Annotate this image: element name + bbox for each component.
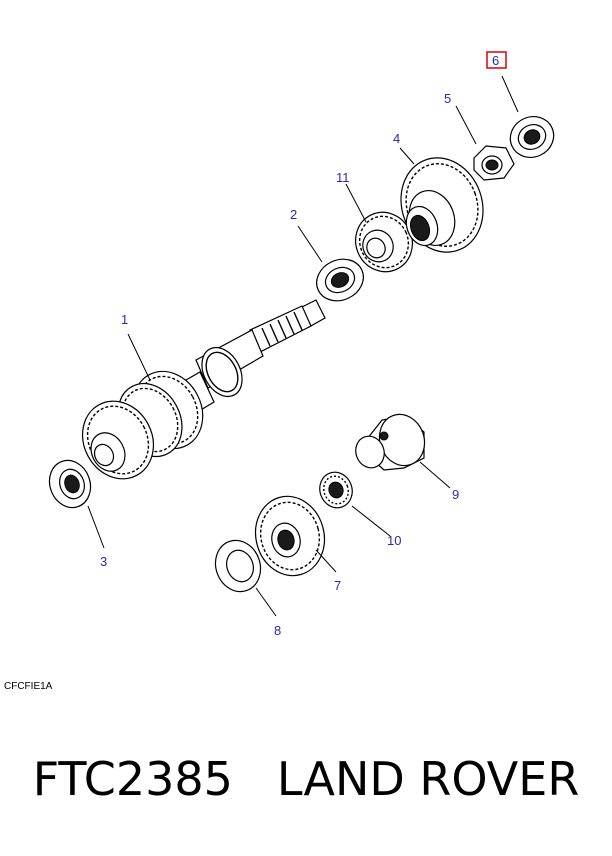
part-number: FTC2385 xyxy=(32,752,233,806)
washer-part-8 xyxy=(214,539,262,593)
exploded-gear-diagram: 1 2 3 4 5 6 7 8 9 10 11 xyxy=(48,51,555,638)
callout-5: 5 xyxy=(444,91,451,106)
bearing-part-6 xyxy=(509,116,555,158)
callout-6: 6 xyxy=(492,53,499,68)
bearing-part-3 xyxy=(48,459,92,509)
leader-lines xyxy=(87,75,519,617)
callout-10: 10 xyxy=(387,533,401,548)
callout-11: 11 xyxy=(336,170,350,185)
shaft-part-9 xyxy=(355,413,426,471)
gear-part-11 xyxy=(355,211,413,273)
callout-2: 2 xyxy=(290,207,297,222)
needle-bearing-part-10 xyxy=(319,471,353,509)
callout-4: 4 xyxy=(393,131,400,146)
callout-1: 1 xyxy=(121,312,128,327)
callout-8: 8 xyxy=(274,623,281,638)
mainshaft-part-1 xyxy=(81,299,326,480)
callout-6-highlight-box xyxy=(486,51,507,69)
callout-9: 9 xyxy=(452,487,459,502)
callouts: 1 2 3 4 5 6 7 8 9 10 11 xyxy=(100,51,507,638)
diagram-code: CFCFIE1A xyxy=(4,681,53,692)
nut-part-5 xyxy=(473,145,515,181)
brand-name: LAND ROVER xyxy=(276,752,580,806)
gear-part-4 xyxy=(400,157,484,253)
gear-part-7 xyxy=(254,495,326,577)
bearing-part-2 xyxy=(316,258,364,302)
footer-title: FTC2385 LAND ROVER xyxy=(0,752,612,832)
callout-7: 7 xyxy=(334,578,341,593)
callout-3: 3 xyxy=(100,554,107,569)
